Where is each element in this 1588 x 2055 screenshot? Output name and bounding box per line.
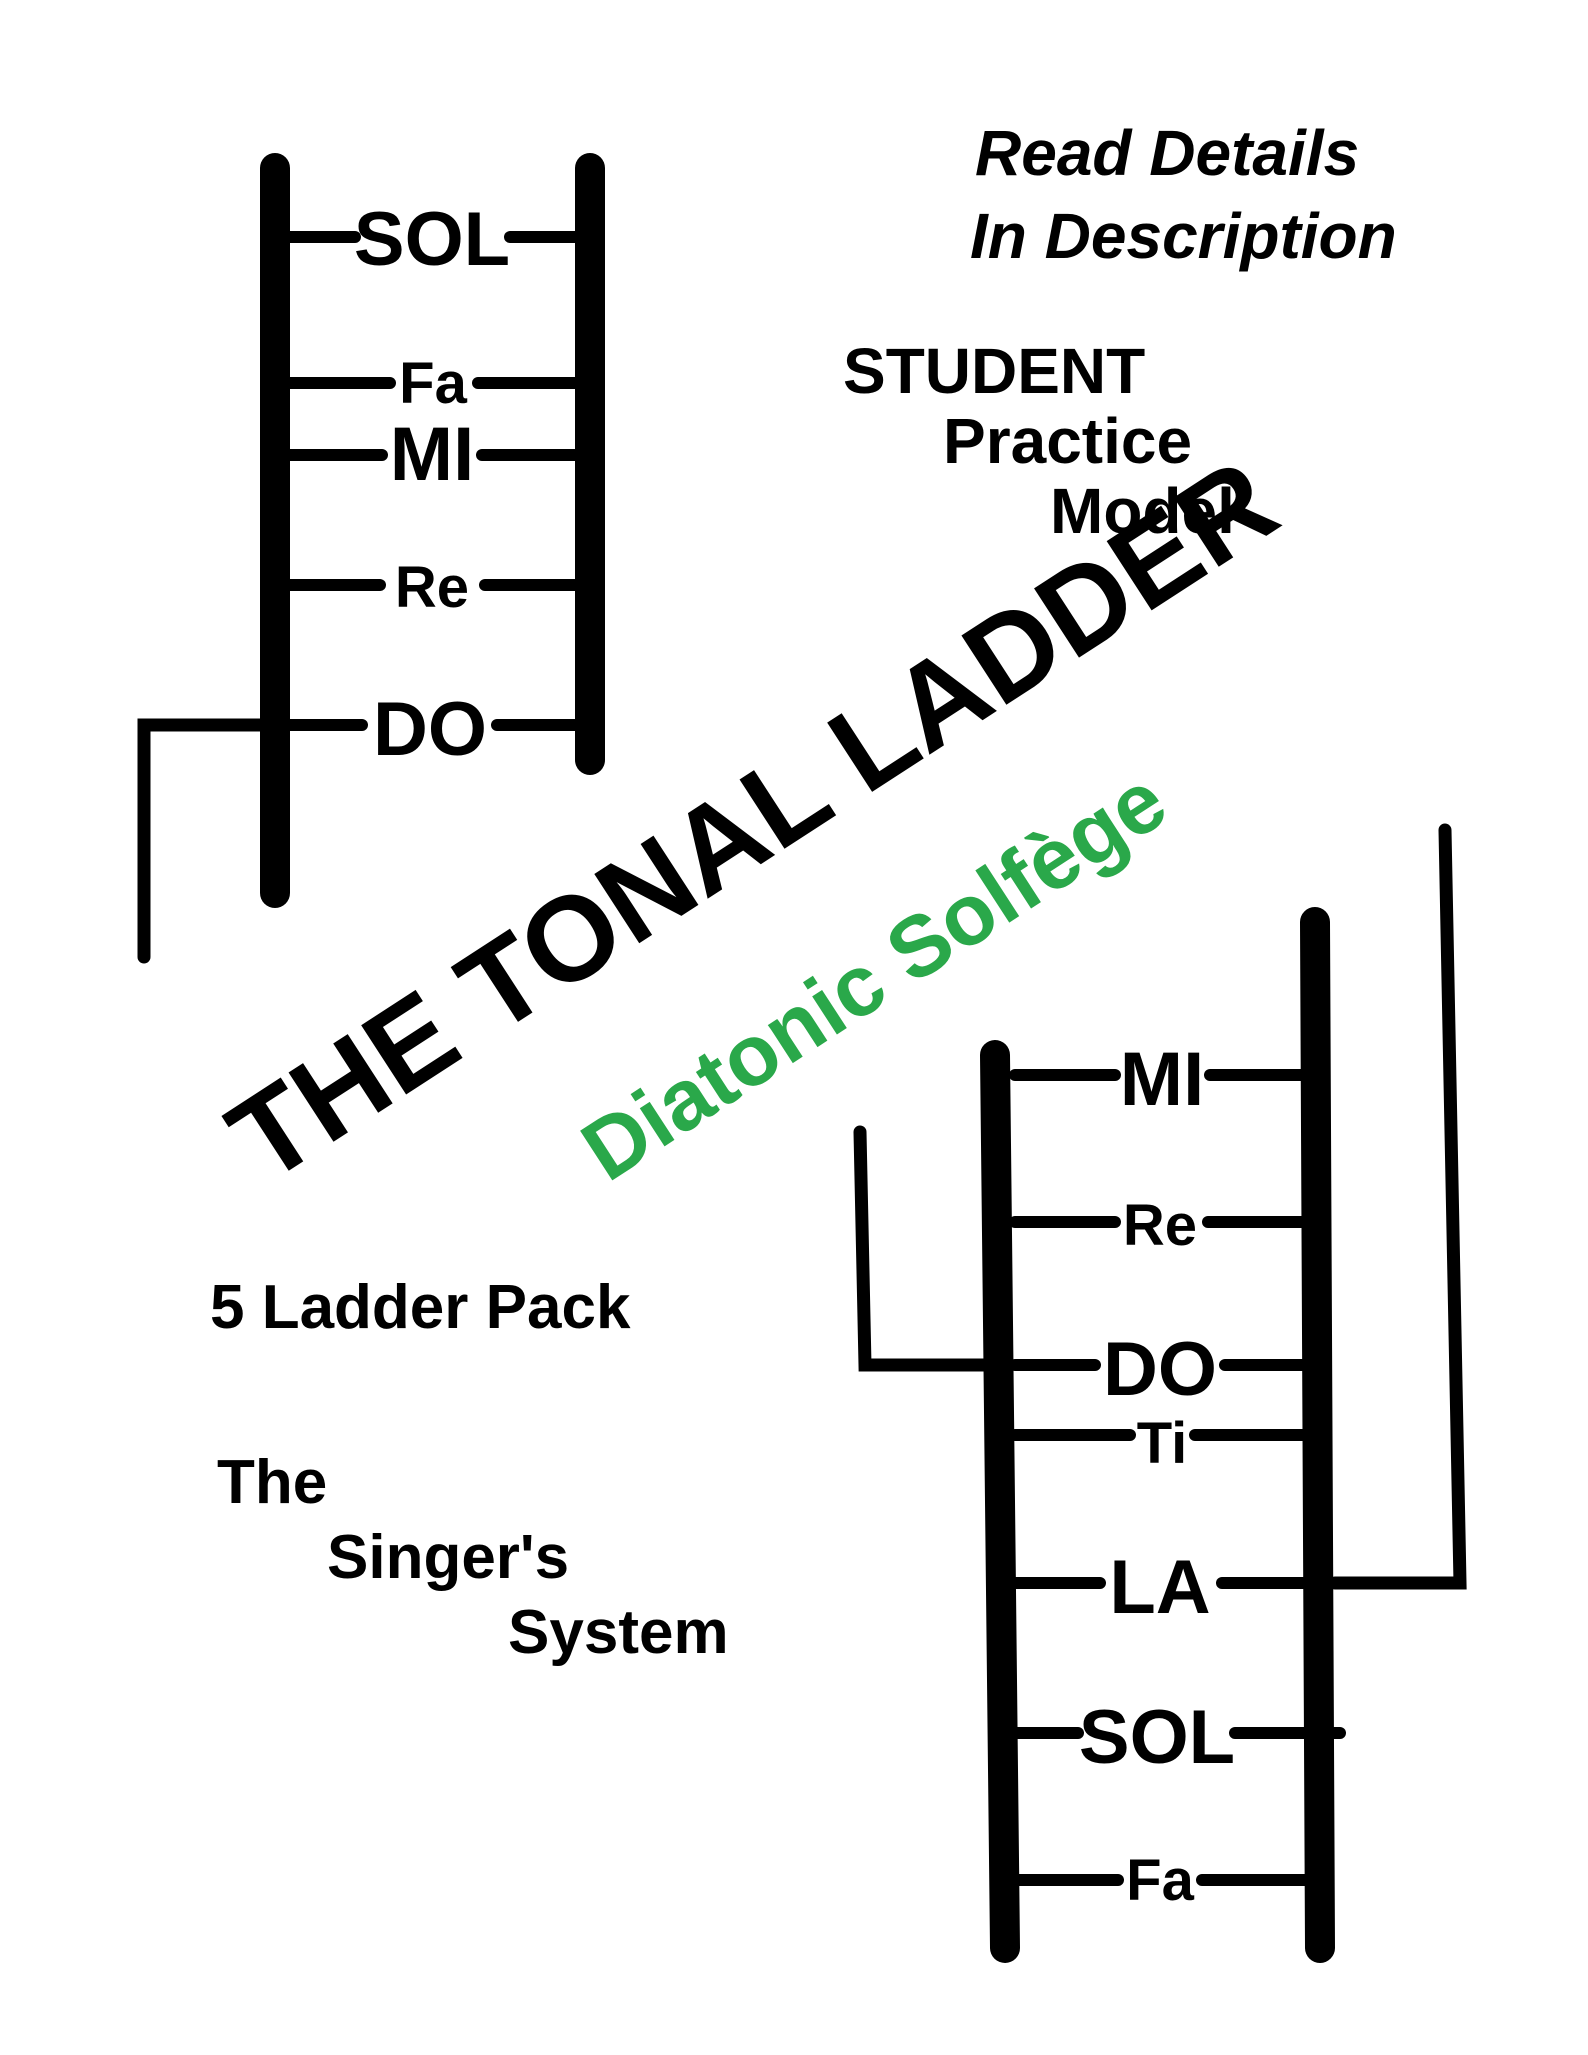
ladder-top-do-bracket xyxy=(137,718,277,964)
rung-label-do: DO xyxy=(1103,1327,1217,1412)
student-model-line-3: Model xyxy=(1050,475,1235,547)
ladder-bottom-left-rail xyxy=(980,1040,1020,1963)
student-model-line-1: STUDENT xyxy=(843,335,1145,407)
ladder-bottom-do-bracket xyxy=(853,1125,997,1372)
rung-label-fa: Fa xyxy=(399,351,467,416)
rung-label-la: LA xyxy=(1109,1545,1210,1630)
ladder-top: SOL Fa MI Re DO xyxy=(137,153,605,964)
rung-label-re: Re xyxy=(1123,1193,1197,1258)
ladder-bottom: MI Re DO Ti LA SOL Fa xyxy=(853,823,1467,1963)
rung-label-mi: MI xyxy=(1120,1037,1204,1122)
system-label-line-1: The xyxy=(217,1448,327,1517)
rung-label-fa: Fa xyxy=(1126,1848,1194,1913)
rung-label-mi: MI xyxy=(390,412,474,497)
read-details-line-2: In Description xyxy=(970,200,1397,272)
rung-label-ti: Ti xyxy=(1137,1411,1188,1476)
read-details-line-1: Read Details xyxy=(975,117,1359,189)
pack-label: 5 Ladder Pack xyxy=(210,1273,631,1342)
ladder-bottom-right-rail xyxy=(1300,907,1335,1963)
student-model-line-2: Practice xyxy=(943,405,1192,477)
rung-label-re: Re xyxy=(395,555,469,620)
rung-label-sol: SOL xyxy=(354,197,510,282)
system-label-line-2: Singer's xyxy=(327,1523,569,1592)
ladder-bottom-la-bracket xyxy=(1328,823,1467,1590)
rung-label-do: DO xyxy=(373,687,487,772)
system-label-line-3: System xyxy=(508,1598,729,1667)
rung-label-sol: SOL xyxy=(1079,1695,1235,1780)
